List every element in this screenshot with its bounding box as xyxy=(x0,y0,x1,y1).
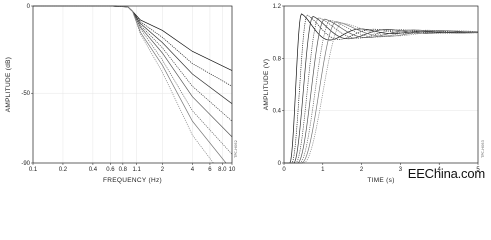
x-tick-label: 0 xyxy=(282,167,286,173)
x-tick-label: 3 xyxy=(399,167,403,173)
x-tick-label: 10 xyxy=(229,167,236,173)
plot-frame xyxy=(32,5,233,164)
watermark: EEChina.com xyxy=(407,166,485,181)
y-tick-label: 1.2 xyxy=(273,4,282,10)
y-tick-label: 0 xyxy=(278,161,282,167)
x-tick-label: 0.2 xyxy=(59,167,68,173)
x-axis-title: FREQUENCY (Hz) xyxy=(103,177,162,184)
x-tick-label: 6 xyxy=(208,167,212,173)
x-tick-label: 1.1 xyxy=(132,167,141,173)
x-tick-label: 1 xyxy=(321,167,325,173)
step-curve-2 xyxy=(284,14,478,164)
step-curve-7 xyxy=(284,21,479,164)
y-tick-label: -90 xyxy=(21,161,30,167)
y-axis-title: AMPLITUDE (dB) xyxy=(5,57,12,113)
x-axis-title: TIME (s) xyxy=(367,177,394,184)
x-tick-label: 0.4 xyxy=(89,167,98,173)
step-curve-5 xyxy=(284,18,479,164)
x-tick-label: 8.0 xyxy=(218,167,227,173)
x-tick-label: 0.6 xyxy=(106,167,115,173)
y-tick-label: 0.8 xyxy=(273,56,282,62)
figure-side-code: TPC-H063 xyxy=(481,140,485,159)
x-tick-label: 2 xyxy=(360,167,364,173)
x-tick-label: 0.1 xyxy=(29,167,38,173)
x-tick-label: 4 xyxy=(191,167,195,173)
step-curve-8 xyxy=(284,22,479,164)
y-axis-title: AMPLITUDE (V) xyxy=(263,59,270,111)
response-curve-8 xyxy=(33,5,214,164)
step-curve-4 xyxy=(284,17,479,164)
x-tick-label: 4 xyxy=(438,167,442,173)
plot-frame xyxy=(283,5,479,164)
y-tick-label: 0.4 xyxy=(273,109,282,115)
x-tick-label: 2 xyxy=(161,167,165,173)
response-curve-7 xyxy=(33,5,227,164)
y-tick-label: 0 xyxy=(27,4,31,10)
y-tick-label: -50 xyxy=(21,91,30,97)
step-curve-6 xyxy=(284,20,478,164)
x-tick-label: 0.8 xyxy=(119,167,128,173)
x-tick-label: 5 xyxy=(476,167,480,173)
figure-side-code: TPC-H062 xyxy=(234,140,238,159)
